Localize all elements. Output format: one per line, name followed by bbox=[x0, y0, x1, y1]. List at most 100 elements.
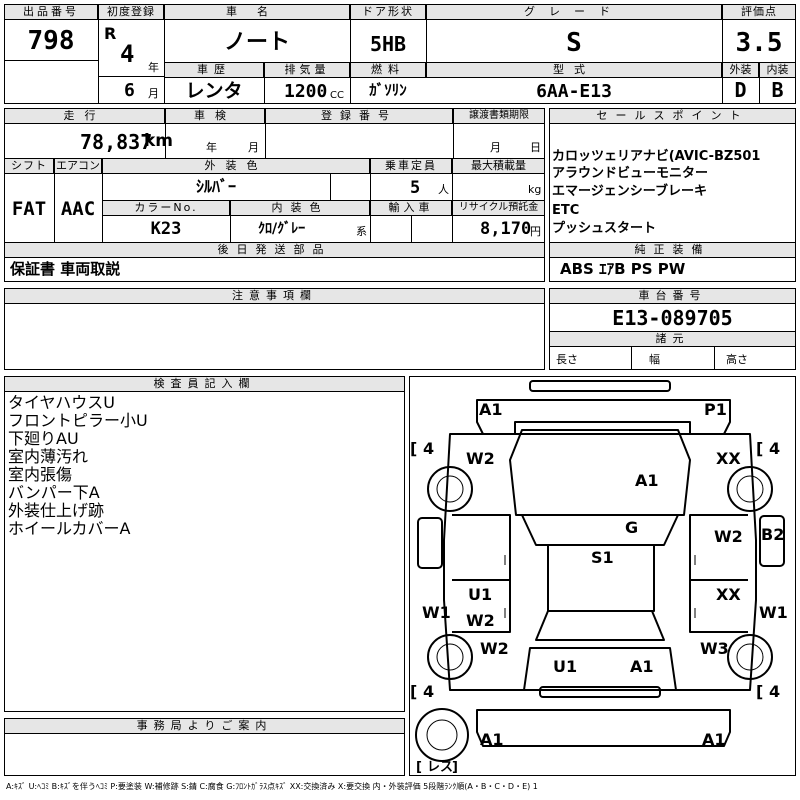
sales-point-4: ETC bbox=[552, 203, 580, 218]
fuel-label: 燃料 bbox=[350, 62, 426, 78]
mark-rear-door-left-1: U1 bbox=[468, 585, 492, 604]
mark-rear-bumper-right: A1 bbox=[702, 730, 726, 749]
ac: AAC bbox=[60, 198, 96, 220]
inspector-note-2: フロントピラー小U bbox=[8, 411, 148, 430]
inspection-label: 車検 bbox=[165, 108, 265, 124]
sales-point-1: カロッツェリアナビ(AVIC-BZ501 bbox=[552, 149, 761, 164]
mark-front-bumper-right: P1 bbox=[704, 400, 727, 419]
shift: FAT bbox=[11, 198, 47, 220]
mark-trunk-right: A1 bbox=[630, 657, 654, 676]
interior-grade: B bbox=[771, 78, 784, 102]
capacity-label: 乗車定員 bbox=[370, 158, 452, 174]
svg-text:[: [ bbox=[410, 682, 417, 701]
score: 3.5 bbox=[735, 28, 783, 58]
car-name-label: 車名 bbox=[164, 4, 350, 20]
era: R bbox=[104, 24, 117, 43]
width-label: 幅 bbox=[649, 353, 660, 366]
inspector-note-3: 下廻りAU bbox=[8, 429, 79, 448]
svg-text:[: [ bbox=[756, 682, 763, 701]
mark-rear-door-right: XX bbox=[716, 585, 741, 604]
int-color-unit: 系 bbox=[356, 225, 367, 238]
color-no: K23 bbox=[150, 219, 182, 239]
equipment-value: ABS ｴｱB PS PW bbox=[560, 260, 686, 278]
mark-front-fender-left: W2 bbox=[466, 449, 495, 468]
damage-diagram: [4 [4 [4 [4 [ レス ] A1 P1 W2 XX A1 G S1 W… bbox=[409, 376, 796, 776]
caution-label: 注意事項欄 bbox=[4, 288, 545, 304]
insp-year-unit: 年 bbox=[206, 141, 217, 154]
mark-front-fender-right: XX bbox=[716, 449, 741, 468]
inspector-label: 検査員記入欄 bbox=[4, 376, 405, 392]
office-label: 事務局よりご案内 bbox=[4, 718, 405, 734]
score-label: 評価点 bbox=[722, 4, 796, 20]
dims-label: 諸元 bbox=[549, 331, 796, 347]
mark-side-right: W1 bbox=[759, 603, 788, 622]
month-unit: 月 bbox=[148, 87, 159, 100]
lot-label: 出品番号 bbox=[4, 4, 98, 20]
tread-rear-right: 4 bbox=[769, 682, 780, 701]
mark-rear-fender-right: W3 bbox=[700, 639, 729, 658]
shift-label: シフト bbox=[4, 158, 54, 174]
first-reg-year: 4 bbox=[120, 40, 135, 68]
inspector-note-1: タイヤハウスU bbox=[8, 393, 115, 412]
inspector-note-4: 室内薄汚れ bbox=[8, 447, 89, 466]
mark-front-door-right: W2 bbox=[714, 527, 743, 546]
grade: S bbox=[566, 28, 582, 58]
history-label: 車歴 bbox=[164, 62, 264, 78]
recycle-unit: 円 bbox=[530, 225, 541, 238]
fuel: ｶﾞｿﾘﾝ bbox=[369, 81, 407, 99]
svg-text:[: [ bbox=[756, 439, 763, 458]
equipment-label: 純正装備 bbox=[549, 242, 796, 258]
ext-color-label: 外装色 bbox=[102, 158, 370, 174]
ext-color: ｼﾙﾊﾞｰ bbox=[195, 177, 236, 196]
mark-side-left: W1 bbox=[422, 603, 451, 622]
svg-text:[: [ bbox=[416, 760, 422, 775]
mark-rear-fender-left: W2 bbox=[480, 639, 509, 658]
color-no-label: カラーNo. bbox=[102, 200, 230, 216]
mileage: 78,837 bbox=[80, 130, 153, 154]
first-reg-month: 6 bbox=[124, 80, 135, 101]
sales-point-5: プッシュスタート bbox=[552, 221, 657, 236]
mileage-unit: km bbox=[144, 131, 174, 151]
mark-hood: A1 bbox=[635, 471, 659, 490]
later-label: 後日発送部品 bbox=[4, 242, 545, 258]
capacity-unit: 人 bbox=[438, 183, 449, 196]
inspector-note-7: 外装仕上げ跡 bbox=[8, 501, 105, 520]
load-label: 最大積載量 bbox=[452, 158, 545, 174]
int-color: ｸﾛ/ｸﾞﾚｰ bbox=[258, 221, 306, 237]
height-label: 高さ bbox=[726, 353, 748, 366]
first-reg-label: 初度登録 bbox=[98, 4, 164, 20]
mark-windshield: G bbox=[625, 518, 638, 537]
svg-text:[: [ bbox=[410, 439, 417, 458]
inspector-note-5: 室内張傷 bbox=[8, 465, 73, 484]
transfer-month-unit: 月 bbox=[490, 141, 501, 154]
sales-point-3: エマージェンシーブレーキ bbox=[552, 184, 707, 199]
model: 6AA-E13 bbox=[536, 81, 612, 102]
chassis-label: 車台番号 bbox=[549, 288, 796, 304]
insp-month-unit: 月 bbox=[248, 141, 259, 154]
capacity: 5 bbox=[410, 178, 421, 198]
recycle-label: リサイクル預託金 bbox=[452, 200, 545, 216]
recycle: 8,170 bbox=[480, 219, 532, 239]
displacement-unit: CC bbox=[330, 90, 344, 101]
door-label: ドア形状 bbox=[350, 4, 426, 20]
mileage-label: 走行 bbox=[4, 108, 165, 124]
chassis-number: E13-089705 bbox=[612, 306, 733, 330]
interior-label: 内装 bbox=[759, 62, 796, 78]
car-name: ノート bbox=[223, 30, 290, 55]
ac-label: エアコン bbox=[54, 158, 102, 174]
import-label: 輸入車 bbox=[370, 200, 452, 216]
displacement: 1200 bbox=[284, 81, 328, 102]
reg-no-label: 登録番号 bbox=[265, 108, 453, 124]
tread-front-right: 4 bbox=[769, 439, 780, 458]
year-unit: 年 bbox=[148, 61, 159, 74]
mark-rear-bumper-left: A1 bbox=[480, 730, 504, 749]
mark-rear-door-left-2: W2 bbox=[466, 611, 495, 630]
legend: A:ｷｽﾞ U:ﾍｺﾐ B:ｷｽﾞを伴うﾍｺﾐ P:要塗装 W:補修跡 S:錆 … bbox=[6, 782, 538, 791]
svg-text:]: ] bbox=[452, 760, 458, 775]
transfer-label: 譲渡書類期限 bbox=[453, 108, 545, 124]
mark-roof: S1 bbox=[591, 548, 614, 567]
mark-front-bumper-left: A1 bbox=[479, 400, 503, 419]
model-label: 型式 bbox=[426, 62, 722, 78]
sales-point-2: アラウンドビューモニター bbox=[552, 166, 709, 181]
inspector-note-8: ホイールカバーA bbox=[8, 519, 131, 538]
